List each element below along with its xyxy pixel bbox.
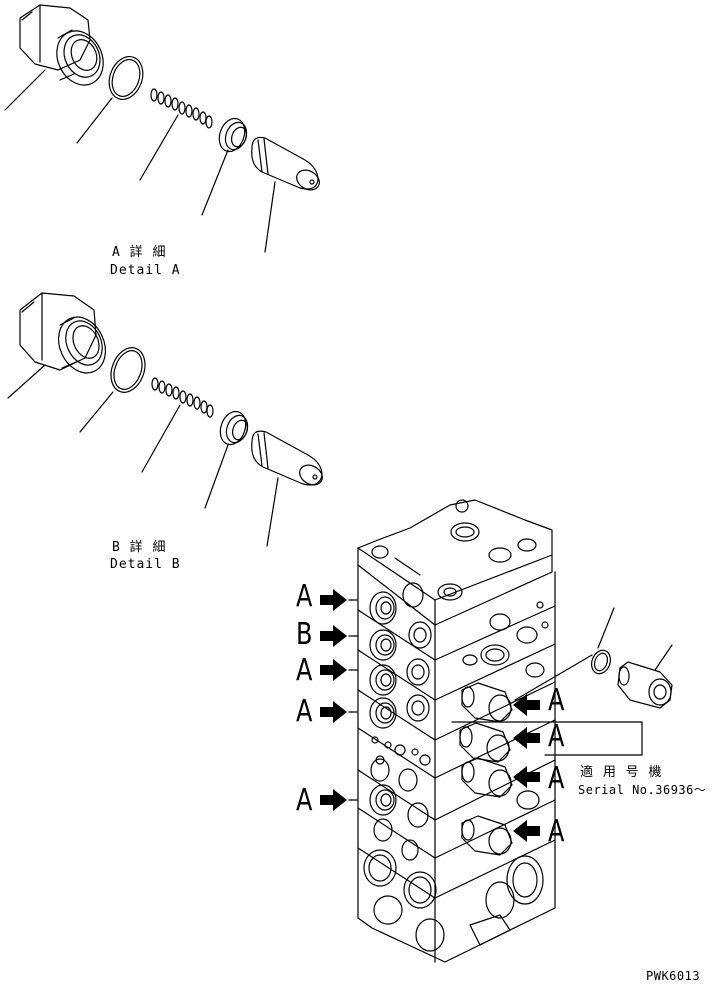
detail-a-en-label: Detail A	[110, 263, 181, 278]
port-holes-middle	[370, 736, 431, 792]
left-label-1: A	[296, 579, 313, 614]
spool-cap-1	[369, 582, 424, 625]
relief-valve-1	[461, 682, 513, 723]
spring-a	[150, 88, 213, 129]
arrow-right-3	[513, 766, 540, 788]
control-valve-assembly	[357, 499, 643, 963]
serial-bracket	[451, 721, 643, 756]
spool-cap-5	[369, 784, 429, 861]
spool-cap-4	[369, 694, 430, 729]
serial-note-en: Serial No.36936～	[578, 783, 707, 797]
leader-lines-a	[4, 69, 276, 253]
leader-lines-b	[7, 364, 279, 547]
washer-a	[218, 117, 248, 153]
spool-cap-3	[369, 658, 430, 696]
arrow-right-2	[513, 727, 540, 749]
detail-a-group	[4, 4, 320, 253]
bottom-ports	[363, 849, 544, 952]
right-label-1: A	[548, 683, 565, 718]
o-ring-b	[110, 347, 146, 393]
plug-body-a	[19, 4, 104, 86]
serial-note-jp: 適 用 号 機	[580, 765, 663, 780]
left-arrows	[320, 589, 347, 811]
left-label-4: A	[296, 694, 313, 729]
right-face-ports	[462, 601, 549, 810]
spool-cap-2	[369, 621, 432, 661]
left-label-5: A	[296, 783, 313, 818]
relief-valve-3	[461, 757, 513, 798]
arrow-right-4	[513, 820, 540, 842]
detail-b-jp-label: B 詳 細	[112, 540, 167, 555]
relief-valve-4	[461, 815, 513, 856]
arrow-left-3	[320, 659, 347, 681]
washer-b	[219, 410, 249, 446]
right-arrows	[513, 694, 540, 842]
right-label-4: A	[548, 814, 565, 849]
arrow-left-5	[320, 789, 347, 811]
plug-body-b	[19, 292, 107, 374]
poppet-b	[251, 430, 323, 486]
right-label-3: A	[548, 761, 565, 796]
right-label-2: A	[548, 719, 565, 754]
arrow-left-2	[320, 625, 347, 647]
arrow-left-4	[320, 701, 347, 723]
o-ring-a	[108, 56, 144, 100]
spring-b	[151, 377, 214, 418]
relief-valve-2	[459, 722, 511, 763]
poppet-a	[251, 136, 320, 191]
left-arrow-stubs	[348, 599, 359, 801]
drawing-code: PWK6013	[646, 969, 701, 983]
arrow-right-1	[513, 694, 540, 716]
detail-b-group	[7, 292, 323, 547]
left-label-2: B	[296, 617, 313, 652]
detail-a-jp-label: A 詳 細	[112, 245, 167, 260]
left-label-3: A	[296, 653, 313, 688]
detail-b-en-label: Detail B	[110, 557, 181, 572]
loose-valve-part	[514, 607, 673, 709]
arrow-left-1	[320, 589, 347, 611]
